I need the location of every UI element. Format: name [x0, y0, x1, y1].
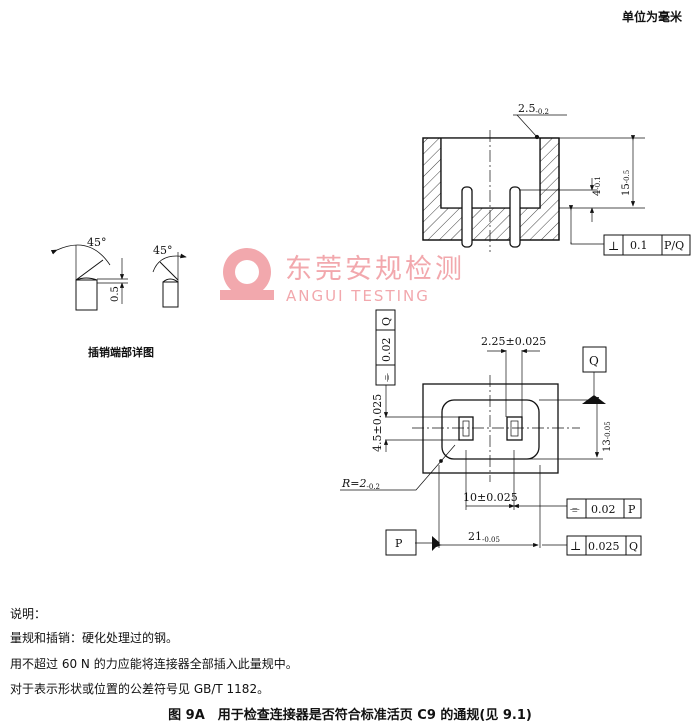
wall-dim: 2.5-0.2	[518, 102, 549, 116]
depth-dim: 15-0.5	[621, 170, 632, 196]
note-line: 用不超过 60 N 的力应能将连接器全部插入此量规中。	[10, 657, 298, 671]
frame-sym-datum: P	[628, 503, 636, 516]
slot-length-dim: 4.5±0.025	[371, 394, 384, 452]
pin-dim: 4-0.1	[592, 176, 603, 196]
pin-detail-view	[50, 244, 187, 311]
detail-height-dim: 0.5	[110, 286, 121, 302]
symmetry-icon: ⌯	[380, 373, 393, 382]
watermark-cn: 东莞安规检测	[285, 254, 465, 285]
watermark-logo	[220, 248, 274, 300]
frame-value: 0.1	[630, 239, 648, 252]
perp-symbol: ⊥	[608, 239, 619, 253]
width-dim: 21-0.05	[468, 530, 500, 544]
watermark-en: ANGUI TESTING	[286, 287, 430, 305]
vframe-value: 0.02	[380, 338, 393, 363]
section-view	[422, 114, 691, 256]
radius-dim: R=2-0.2	[341, 477, 380, 491]
pitch-dim: 10±0.025	[463, 491, 518, 504]
figure-caption: 图 9A 用于检查连接器是否符合标准活页 C9 的通规(见 9.1)	[168, 708, 532, 723]
plan-view	[340, 309, 642, 556]
note-line: 量规和插销：硬化处理过的钢。	[10, 631, 179, 645]
height-dim: 13-0.05	[602, 421, 613, 452]
watermark: 东莞安规检测 ANGUI TESTING	[220, 248, 465, 305]
vframe-datum: Q	[380, 317, 393, 326]
angle-right: 45°	[153, 244, 173, 257]
datum-q: Q	[589, 354, 599, 368]
frame-datum: P/Q	[664, 239, 684, 252]
frame-perp-value: 0.025	[588, 540, 620, 553]
note-line: 对于表示形状或位置的公差符号见 GB/T 1182。	[10, 682, 270, 696]
notes-title: 说明：	[10, 607, 47, 621]
frame-sym-value: 0.02	[591, 503, 616, 516]
unit-label: 单位为毫米	[621, 10, 682, 24]
angle-left: 45°	[87, 236, 107, 249]
slot-width-dim: 2.25±0.025	[481, 335, 546, 348]
perp-icon: ⊥	[570, 539, 581, 553]
frame-perp-datum: Q	[629, 540, 638, 553]
symmetry-icon: ⌯	[570, 502, 580, 516]
detail-label: 插销端部详图	[88, 346, 154, 359]
datum-p: P	[395, 537, 403, 550]
